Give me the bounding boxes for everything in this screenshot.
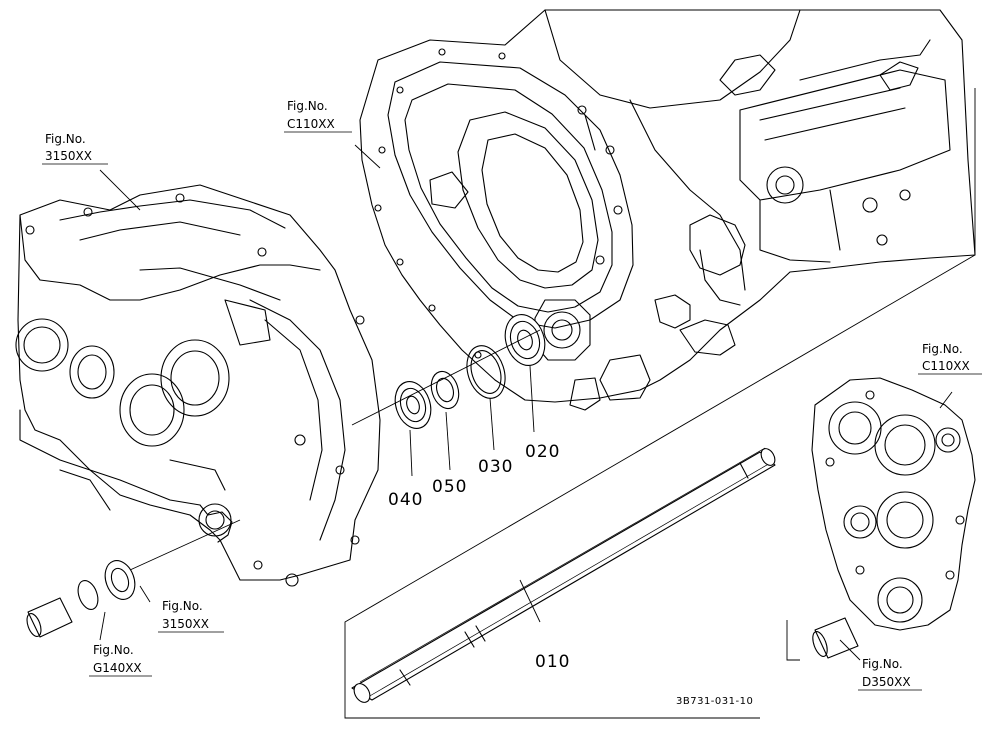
ref-c110xx-right-line2: C110XX bbox=[922, 359, 970, 373]
part-number-labels: 010 020 030 040 050 bbox=[388, 442, 570, 672]
reference-labels: Fig.No. 3150XX Fig.No. C110XX Fig.No. C1… bbox=[42, 99, 982, 691]
transmission-housing bbox=[359, 9, 976, 411]
ref-c110xx-right-line1: Fig.No. bbox=[922, 342, 963, 356]
part-number-020: 020 bbox=[525, 442, 560, 462]
part-030-circlip bbox=[466, 345, 506, 399]
drawing-code: 3B731-031-10 bbox=[676, 696, 753, 707]
left-bottom-parts bbox=[26, 560, 136, 638]
part-020-bearing bbox=[504, 314, 546, 366]
gear-case-housing bbox=[15, 184, 381, 587]
part-number-030: 030 bbox=[478, 457, 513, 477]
right-bottom-bushing bbox=[812, 617, 859, 659]
ref-3150xx-bottom-line2: 3150XX bbox=[162, 617, 209, 631]
part-number-050: 050 bbox=[432, 477, 467, 497]
ref-g140xx-line2: G140XX bbox=[93, 661, 142, 675]
part-number-040: 040 bbox=[388, 490, 423, 510]
leader-lines bbox=[99, 88, 976, 719]
part-050-bushing bbox=[430, 370, 460, 410]
part-number-010: 010 bbox=[535, 652, 570, 672]
ref-3150xx-top-line2: 3150XX bbox=[45, 149, 92, 163]
ref-3150xx-bottom-line1: Fig.No. bbox=[162, 599, 203, 613]
part-010-shaft bbox=[351, 447, 776, 703]
cover-housing bbox=[811, 377, 976, 631]
ref-3150xx-top-line1: Fig.No. bbox=[45, 132, 86, 146]
part-040-seal bbox=[394, 381, 432, 429]
ref-c110xx-top-line2: C110XX bbox=[287, 117, 335, 131]
ref-d350xx-line1: Fig.No. bbox=[862, 657, 903, 671]
ref-g140xx-line1: Fig.No. bbox=[93, 643, 134, 657]
ref-d350xx-line2: D350XX bbox=[862, 675, 911, 689]
ref-c110xx-top-line1: Fig.No. bbox=[287, 99, 328, 113]
